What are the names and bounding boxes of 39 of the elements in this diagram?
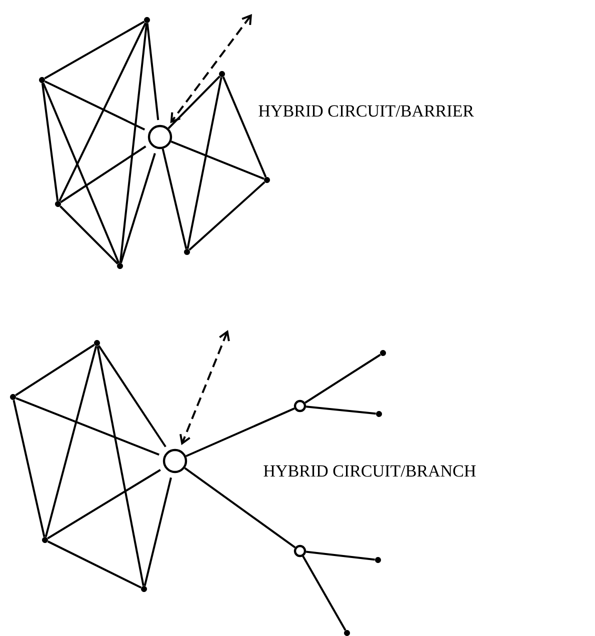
node-circle [162,448,188,474]
link-line [302,556,346,631]
link-line [222,76,267,178]
link-line [44,20,145,80]
link-line [162,148,188,250]
link-line [119,23,148,263]
link-line [58,22,147,202]
link-line [168,76,220,130]
link-line [306,550,375,561]
link-line [15,344,95,396]
circuit-label: HYBRID CIRCUIT/BARRIER [258,105,474,117]
link-line [186,76,222,250]
circuit-label: HYBRID CIRCUIT/BRANCH [264,465,476,477]
node-circle [294,544,306,558]
link-line [42,82,120,264]
link-line [12,400,46,538]
link-line [60,146,146,204]
node-circle [294,400,306,412]
link-line [16,397,160,456]
link-line [96,346,144,586]
link-line [44,346,98,538]
link-line [170,140,264,180]
signal-arrow [170,14,252,124]
link-line [304,354,381,404]
link-line [60,206,118,264]
link-line [186,408,295,458]
link-line [41,83,59,201]
link-line [44,80,146,130]
link-line [120,153,156,264]
link-line [184,467,296,548]
link-line [306,406,376,415]
link-line [47,469,161,540]
link-line [188,181,266,251]
node-circle [148,124,172,150]
link-line [47,540,142,588]
link-line [98,345,166,448]
link-line [146,23,160,120]
signal-arrow [180,330,230,446]
link-line [144,477,172,586]
